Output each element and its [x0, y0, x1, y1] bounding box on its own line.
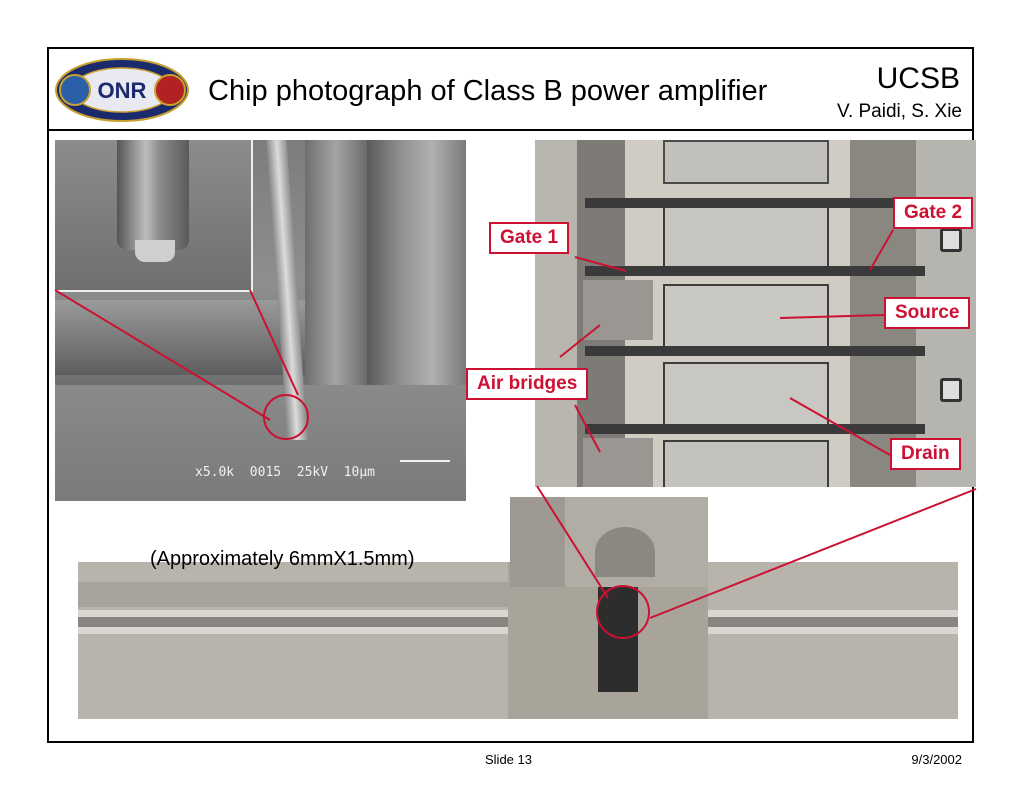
- chip-upper-section: [510, 497, 708, 587]
- slide-title: Chip photograph of Class B power amplifi…: [208, 75, 768, 107]
- footer-slide-number: Slide 13: [485, 752, 532, 767]
- chip-size-caption: (Approximately 6mmX1.5mm): [150, 548, 415, 570]
- label-source: Source: [884, 297, 971, 329]
- sem-scale-bar-text: x5.0k 0015 25kV 10µm: [195, 465, 376, 480]
- header-divider: [47, 129, 974, 131]
- organization-name: UCSB: [876, 62, 960, 95]
- label-gate-1: Gate 1: [489, 222, 570, 254]
- label-gate-2: Gate 2: [893, 197, 974, 229]
- label-air-bridges: Air bridges: [466, 368, 589, 400]
- authors: V. Paidi, S. Xie: [837, 101, 962, 122]
- label-drain: Drain: [890, 438, 961, 470]
- footer-date: 9/3/2002: [911, 752, 962, 767]
- sem-inset-image: [55, 140, 253, 292]
- svg-text:ONR: ONR: [98, 78, 147, 103]
- sem-micrograph: x5.0k 0015 25kV 10µm: [55, 140, 466, 501]
- onr-logo-icon: ONR: [55, 58, 189, 122]
- sem-scale-bar: [400, 460, 450, 462]
